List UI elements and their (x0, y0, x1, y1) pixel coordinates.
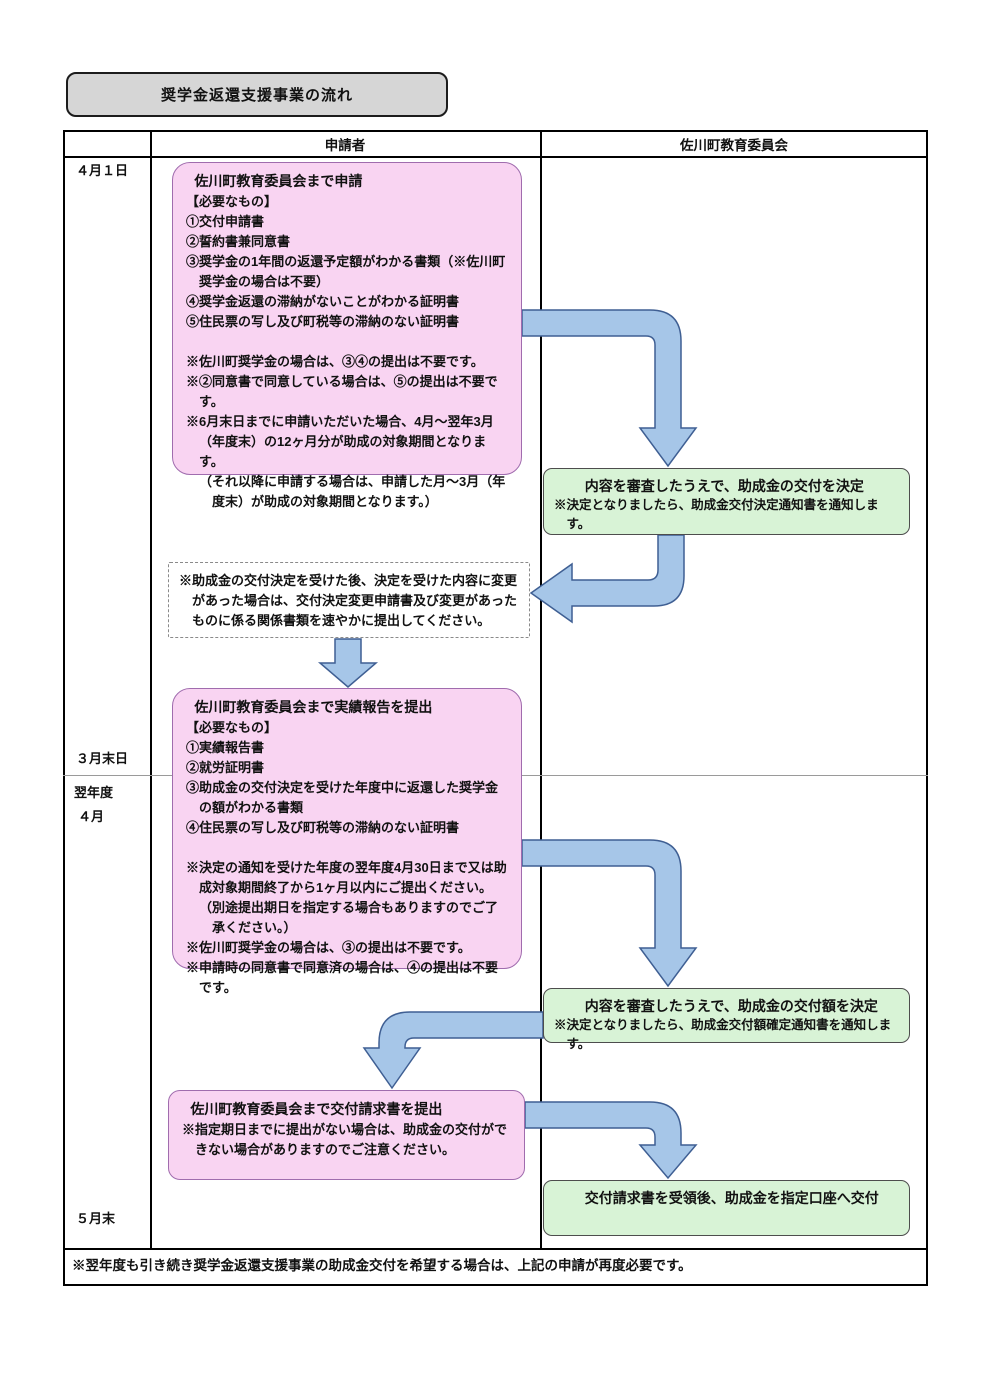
apply-box: 佐川町教育委員会まで申請 【必要なもの】 ①交付申請書 ②誓約書兼同意書 ③奨学金の1… (172, 162, 522, 509)
page-title: 奨学金返還支援事業の流れ (66, 72, 448, 117)
timeline-label-may-end: ５月末 (76, 1211, 116, 1226)
apply-box-line: 【必要なもの】 (186, 194, 278, 209)
decision2-box: 内容を審査したうえで、助成金の交付額を決定 ※決定となりましたら、助成金交付額確… (543, 988, 910, 1051)
request-box-title: 佐川町教育委員会まで交付請求書を提出 (190, 1101, 443, 1117)
decision1-box-note: ※決定となりましたら、助成金交付決定通知書を通知します。 (554, 498, 879, 531)
decision2-box-title: 内容を審査したうえで、助成金の交付額を決定 (584, 998, 878, 1014)
report-box-line: ②就労証明書 (186, 760, 265, 775)
report-box-line (186, 838, 508, 858)
decision1-box-title: 内容を審査したうえで、助成金の交付を決定 (584, 478, 864, 494)
request-box: 佐川町教育委員会まで交付請求書を提出 ※指定期日までに提出がない場合は、助成金の… (168, 1090, 525, 1180)
report-box-line: ①実績報告書 (186, 740, 265, 755)
request-box-note: ※指定期日までに提出がない場合は、助成金の交付ができない場合がありますのでご注意… (182, 1122, 508, 1157)
grid-vline-columns (540, 130, 542, 1248)
apply-box-line: ※②同意書で同意している場合は、⑤の提出は不要です。 (186, 374, 498, 409)
apply-box-lines: 【必要なもの】 ①交付申請書 ②誓約書兼同意書 ③奨学金の1年間の返還予定額がわかる書… (186, 192, 508, 512)
payment-box-title: 交付請求書を受領後、助成金を指定口座へ交付 (584, 1190, 879, 1206)
flow-table-frame (63, 130, 928, 1286)
report-box-line: ④住民票の写し及び町税等の滞納のない証明書 (186, 820, 460, 835)
column-header-applicant: 申請者 (324, 138, 366, 153)
decision1-box: 内容を審査したうえで、助成金の交付を決定 ※決定となりましたら、助成金交付決定通… (543, 468, 910, 535)
timeline-label-mar-end: ３月末日 (76, 751, 129, 766)
apply-box-line: ①交付申請書 (186, 214, 265, 229)
report-box: 佐川町教育委員会まで実績報告を提出 【必要なもの】 ①実績報告書 ②就労証明書 ③助成… (172, 688, 522, 995)
report-box-line: 【必要なもの】 (186, 720, 278, 735)
apply-box-title: 佐川町教育委員会まで申請 (194, 173, 363, 189)
grid-vline-timeline (150, 130, 152, 1248)
apply-box-line: ③奨学金の1年間の返還予定額がわかる書類（※佐川町奨学金の場合は不要） (186, 254, 506, 289)
timeline-label-next-year-apr: ４月 (78, 809, 105, 824)
report-box-line: ※決定の通知を受けた年度の翌年度4月30日まで又は助成対象期間終了から1ヶ月以内… (186, 860, 507, 895)
timeline-label-apr1: ４月１日 (76, 163, 129, 178)
apply-box-line: ※6月末日までに申請いただいた場合、4月～翌年3月（年度末）の12ヶ月分が助成の… (186, 414, 494, 469)
apply-box-line: ⑤住民票の写し及び町税等の滞納のない証明書 (186, 314, 460, 329)
timeline-label-next-year: 翌年度 (74, 785, 114, 800)
apply-box-line (186, 332, 508, 352)
column-header-board: 佐川町教育委員会 (680, 138, 788, 153)
change-note-text: ※助成金の交付決定を受けた後、決定を受けた内容に変更があった場合は、交付決定変更… (179, 573, 518, 628)
report-box-line: ※佐川町奨学金の場合は、③の提出は不要です。 (186, 940, 471, 955)
apply-box-line: ※佐川町奨学金の場合は、③④の提出は不要です。 (186, 354, 484, 369)
page-title-text: 奨学金返還支援事業の流れ (160, 87, 353, 104)
payment-box: 交付請求書を受領後、助成金を指定口座へ交付 (543, 1180, 910, 1236)
report-box-title: 佐川町教育委員会まで実績報告を提出 (194, 699, 433, 715)
footer-note: ※翌年度も引き続き奨学金返還支援事業の助成金交付を希望する場合は、上記の申請が再… (72, 1258, 692, 1273)
apply-box-line: ④奨学金返還の滞納がないことがわかる証明書 (186, 294, 460, 309)
grid-footer-divider (63, 1248, 928, 1250)
report-box-line: （別途提出期日を指定する場合もありますのでご了承ください。） (199, 900, 499, 935)
report-box-line: ※申請時の同意書で同意済の場合は、④の提出は不要です。 (186, 960, 499, 995)
decision2-box-note: ※決定となりましたら、助成金交付額確定通知書を通知します。 (554, 1018, 892, 1051)
apply-box-line: ②誓約書兼同意書 (186, 234, 291, 249)
report-box-lines: 【必要なもの】 ①実績報告書 ②就労証明書 ③助成金の交付決定を受けた年度中に返還した… (186, 718, 508, 998)
report-box-line: ③助成金の交付決定を受けた年度中に返還した奨学金の額がわかる書類 (186, 780, 499, 815)
change-note-box: ※助成金の交付決定を受けた後、決定を受けた内容に変更があった場合は、交付決定変更… (168, 562, 530, 638)
apply-box-line: （それ以降に申請する場合は、申請した月～3月（年度末）が助成の対象期間となります… (199, 474, 506, 509)
grid-header-divider (63, 156, 928, 158)
